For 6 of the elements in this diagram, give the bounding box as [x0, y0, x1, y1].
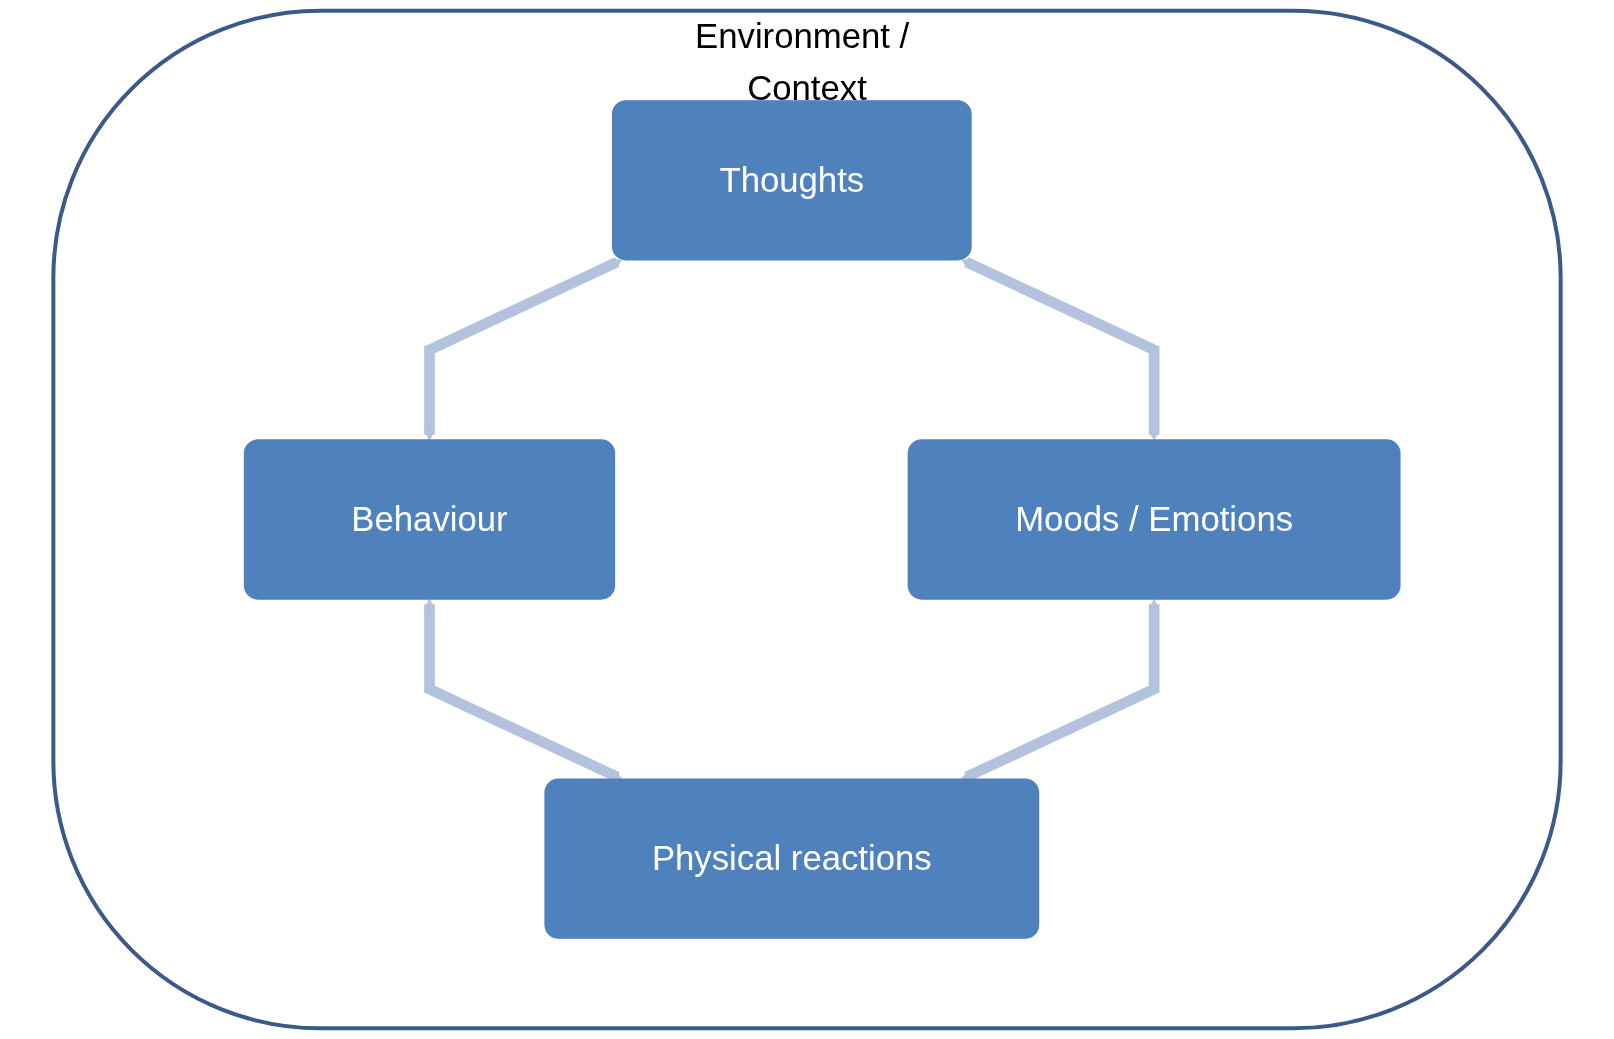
- node-box: Behaviour: [243, 439, 616, 600]
- node-box: Moods / Emotions: [907, 439, 1401, 600]
- arrow: [961, 257, 1160, 441]
- node-box: Physical reactions: [544, 778, 1040, 939]
- node-box: Thoughts: [611, 100, 972, 261]
- arrow: [423, 257, 623, 441]
